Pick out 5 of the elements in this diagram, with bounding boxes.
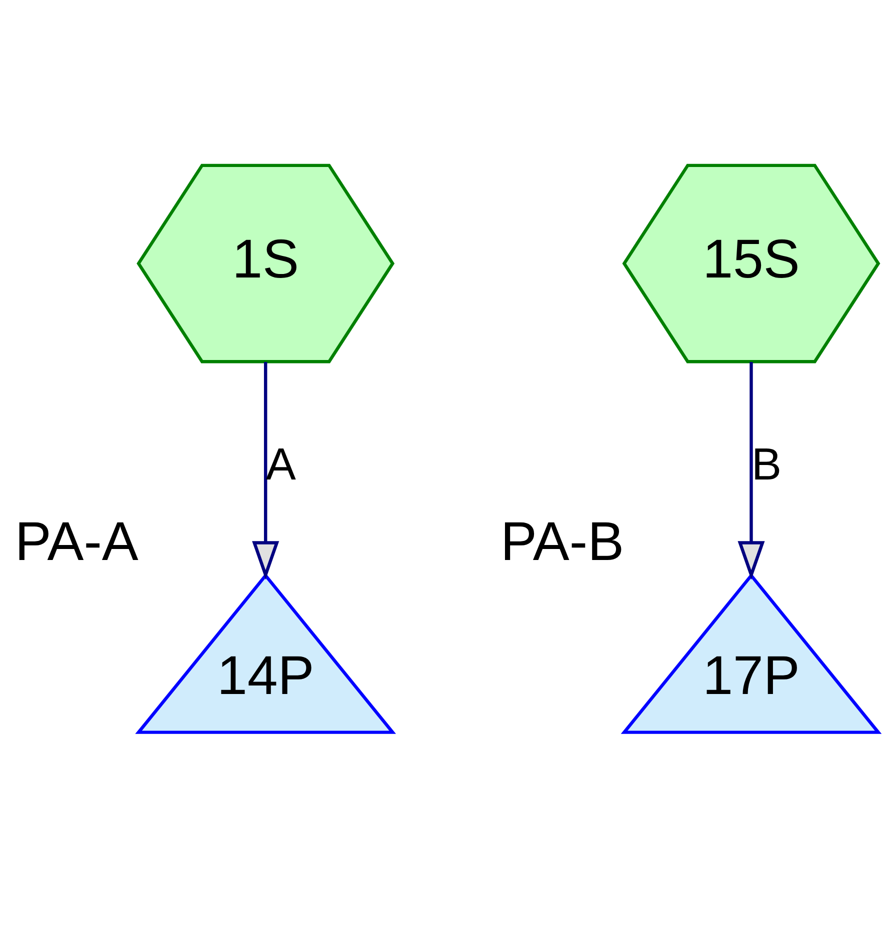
arrow xyxy=(252,362,280,580)
arrow xyxy=(738,362,765,580)
node-label: PA-A xyxy=(14,510,138,572)
edge-label: B xyxy=(752,438,782,490)
node-label: PA-B xyxy=(500,510,624,572)
